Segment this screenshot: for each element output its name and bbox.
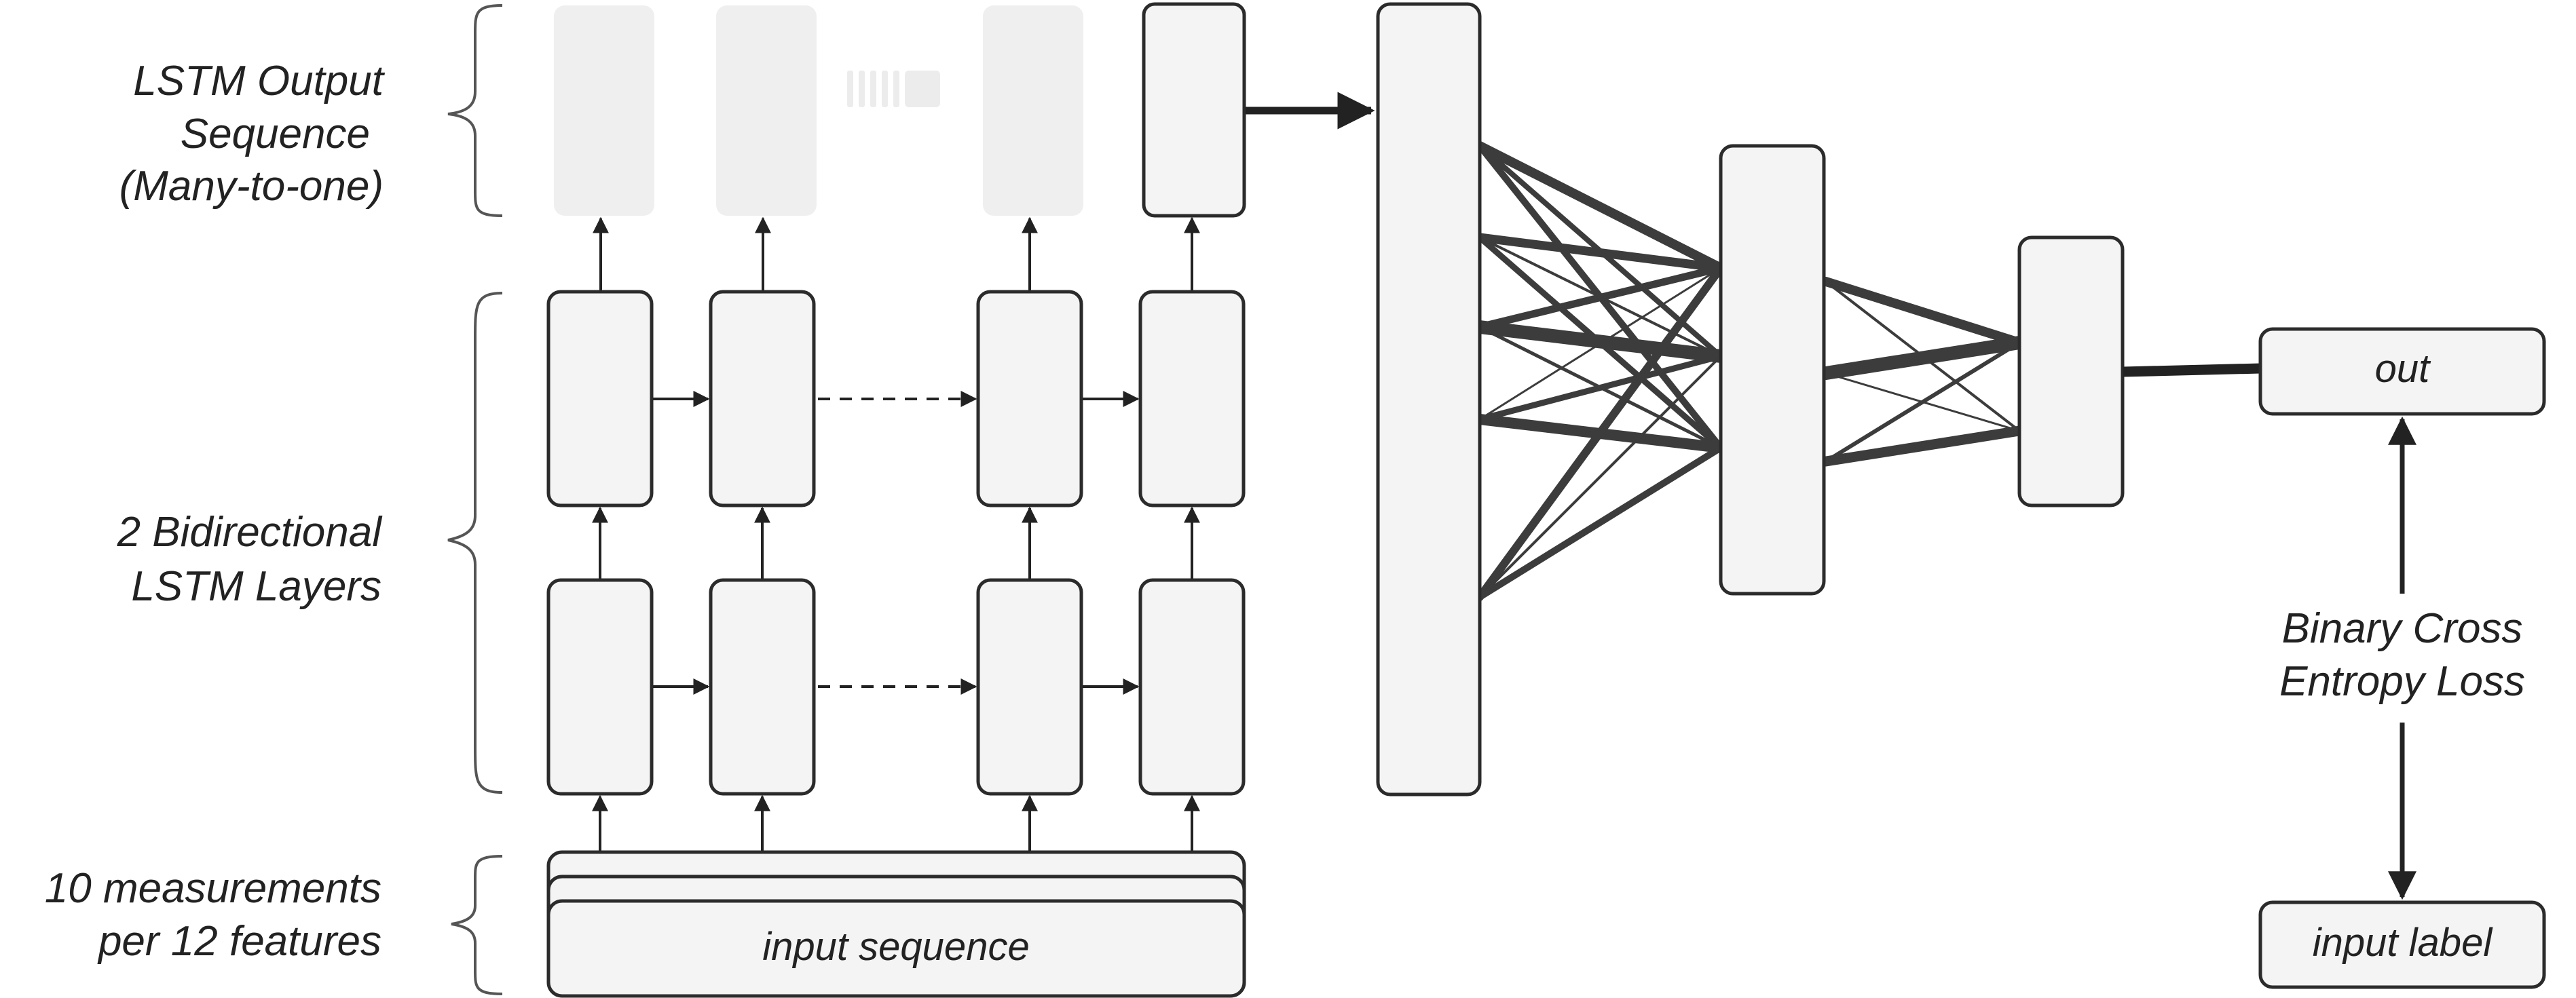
dense-to-out-connection — [2123, 363, 2261, 377]
loss-label-line1: Binary Cross — [2282, 605, 2523, 652]
input-label-text: input label — [2313, 921, 2494, 965]
input-description-brace — [451, 855, 503, 995]
output-cell-faded-3 — [983, 5, 1083, 216]
input-label-node: input label — [2258, 900, 2546, 989]
lstm-cell — [976, 290, 1083, 507]
lstm-layers-label: 2 Bidirectional LSTM Layers — [117, 509, 384, 610]
input-description-line2: per 12 features — [97, 918, 381, 965]
lstm-layers-label-line2: LSTM Layers — [131, 563, 381, 610]
lstm-cell — [1138, 578, 1246, 796]
dense-layer-2 — [1719, 144, 1826, 596]
loss-label-line2: Entropy Loss — [2279, 658, 2525, 705]
output-sequence-label: LSTM Output Sequence (Many-to-one) — [119, 58, 386, 210]
lstm-cell — [1138, 290, 1246, 507]
input-description-line1: 10 measurements — [45, 865, 381, 912]
lstm-layer-2 — [546, 290, 1246, 507]
output-sequence-label-line1: LSTM Output — [133, 58, 385, 104]
lstm-cell — [709, 578, 816, 796]
input-description-label: 10 measurements per 12 features — [45, 865, 381, 965]
loss-label: Binary Cross Entropy Loss — [2279, 605, 2525, 705]
dense-connections — [1473, 141, 2026, 601]
dense-layer-1 — [1376, 2, 1482, 797]
input-sequence-stack: input sequence — [546, 850, 1246, 998]
lstm-layers-label-line1: 2 Bidirectional — [117, 509, 384, 556]
lstm-layers-brace — [447, 292, 503, 794]
lstm-to-output-arrows — [593, 216, 1200, 290]
layer1-to-layer2-arrows — [592, 506, 1200, 579]
input-to-lstm-arrows — [592, 794, 1200, 851]
output-sequence-brace — [447, 4, 503, 217]
input-sequence-label: input sequence — [762, 925, 1029, 969]
output-sequence-label-line3: (Many-to-one) — [119, 163, 384, 210]
lstm-cell — [976, 578, 1083, 796]
lstm-cell — [546, 290, 654, 507]
output-sequence-label-line2: Sequence — [181, 111, 370, 157]
out-label: out — [2375, 347, 2432, 391]
input-sequence-layer-front — [546, 899, 1246, 998]
out-node: out — [2258, 327, 2546, 416]
lstm-cell — [546, 578, 654, 796]
lstm-layer-1 — [546, 578, 1246, 796]
ellipsis-blocks — [847, 71, 940, 107]
lstm-output-sequence — [554, 2, 1246, 218]
lstm-cell — [709, 290, 816, 507]
dense-layer-3 — [2017, 235, 2125, 507]
output-cell-faded-1 — [554, 5, 654, 216]
output-cell-faded-2 — [716, 5, 817, 216]
output-cell-final — [1142, 2, 1246, 218]
